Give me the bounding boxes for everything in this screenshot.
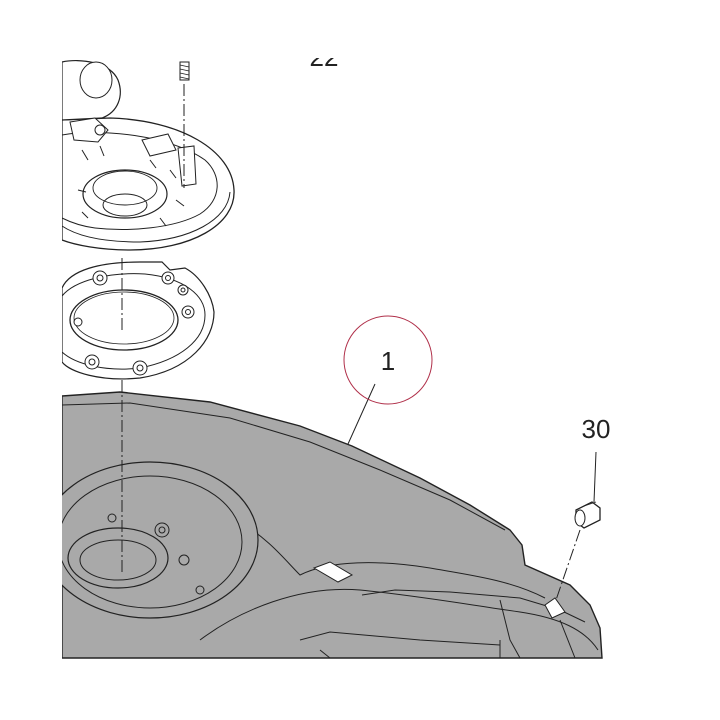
gasket-center-opening [69,289,179,351]
cap-hinge [69,117,109,143]
tank-rear-step [499,599,576,659]
tank-leader-line [347,383,376,445]
insert-face [574,509,586,527]
screw-drawing[interactable] [179,61,190,81]
tank-callout-label: 1 [381,346,395,376]
tank-bottom-flange [299,631,501,659]
cap-center-top [92,170,158,206]
insert-callout-label: 30 [582,414,611,444]
cap-rib-details [77,145,185,227]
top-label-crop-mask [290,30,360,58]
fuel-tank-drawing[interactable] [41,391,603,659]
left-crop-mask [0,0,62,720]
filler-neck [67,527,169,589]
tank-tab [312,561,354,583]
highlight-circle [343,315,433,405]
rear-insert-seat [544,597,566,619]
gasket-center-opening-inner [73,291,175,345]
cap-ring-lip [61,191,231,243]
tank-side-contour [239,521,546,599]
insert-edge [583,501,597,507]
cap-lock-cylinder [79,61,113,99]
cap-ring-inner [61,131,218,230]
assembly-centerlines [121,84,581,601]
tank-lower-contour [199,588,599,651]
gasket-inner-rim [61,273,206,370]
screw-threads [179,64,190,80]
rubber-insert-drawing[interactable] [574,501,601,529]
fuel-cap-drawing[interactable] [61,59,235,251]
hinge-pin [94,124,106,136]
cap-gasket-drawing[interactable] [61,261,215,380]
filler-neck-inner [79,539,157,581]
screw-boss-group [107,513,205,595]
cap-screw-post [177,145,197,187]
gasket-bolt-holes [73,270,195,376]
tank-ridge-line [61,402,506,531]
insert-leader-line [593,451,597,503]
cap-latch [141,133,177,157]
insert-axis-line [555,529,581,601]
bottom-crop-mask [0,659,720,720]
